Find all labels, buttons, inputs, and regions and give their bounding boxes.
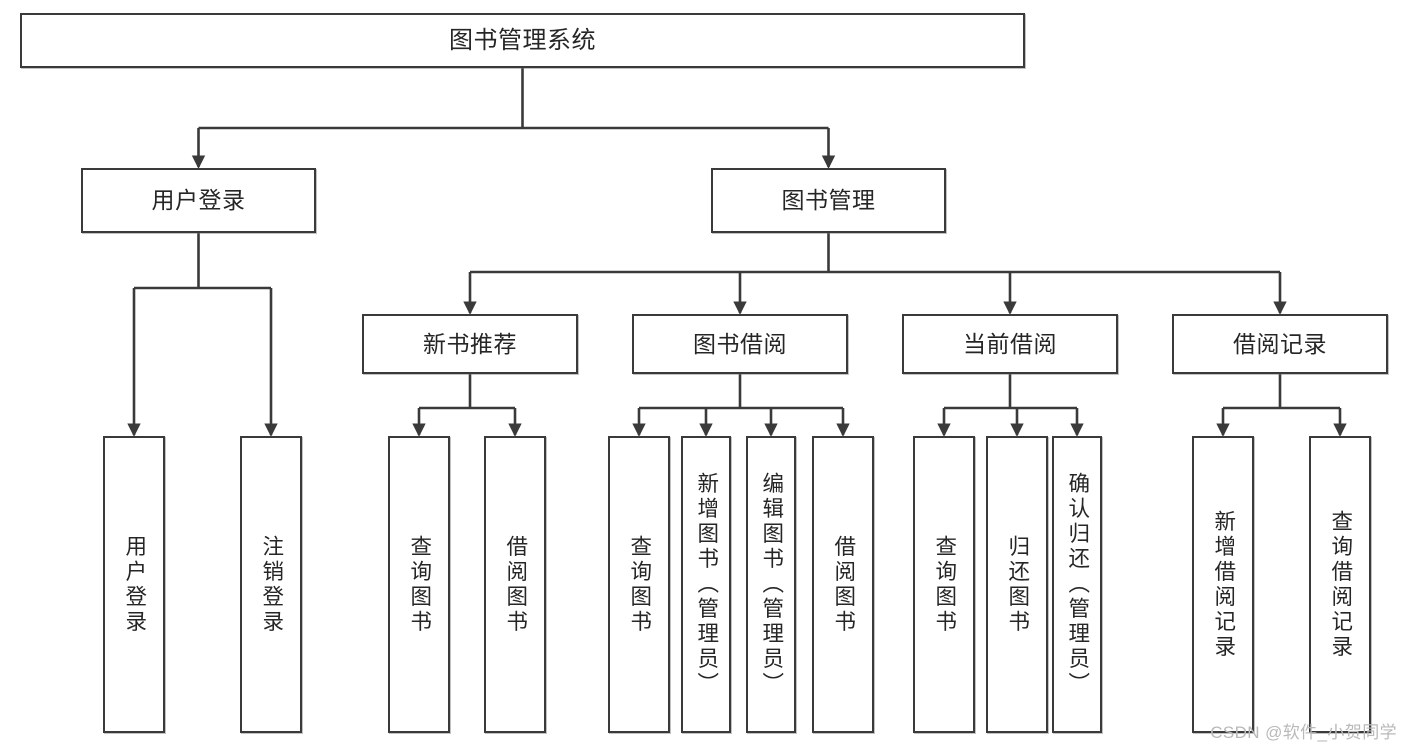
node-label-newbook: 新书推荐	[423, 330, 517, 357]
node-leaf5[interactable]: 查询图书	[608, 436, 670, 733]
node-label-leaf13: 查询借阅记录	[1328, 509, 1353, 660]
node-newbook[interactable]: 新书推荐	[362, 314, 578, 374]
node-leaf11[interactable]: 确认归还（管理员）	[1052, 436, 1102, 733]
node-label-leaf5: 查询图书	[627, 534, 652, 635]
node-label-bookmgmt: 图书管理	[781, 187, 876, 214]
node-leaf7[interactable]: 编辑图书（管理员）	[746, 436, 796, 733]
node-leaf2[interactable]: 注销登录	[240, 436, 302, 733]
node-label-borrowbook: 图书借阅	[693, 330, 787, 357]
node-label-root: 图书管理系统	[449, 26, 596, 54]
node-label-leaf2: 注销登录	[259, 534, 284, 635]
node-bookmgmt[interactable]: 图书管理	[711, 168, 946, 233]
node-leaf1[interactable]: 用户登录	[103, 436, 165, 733]
node-label-leaf11: 确认归还（管理员）	[1065, 472, 1090, 697]
node-leaf12[interactable]: 新增借阅记录	[1192, 436, 1254, 733]
node-label-leaf6: 新增图书（管理员）	[694, 472, 719, 697]
node-leaf6[interactable]: 新增图书（管理员）	[681, 436, 731, 733]
node-leaf8[interactable]: 借阅图书	[812, 436, 874, 733]
node-root[interactable]: 图书管理系统	[20, 13, 1025, 68]
node-label-leaf9: 查询图书	[932, 534, 957, 635]
node-label-leaf10: 归还图书	[1005, 534, 1030, 635]
node-label-leaf12: 新增借阅记录	[1211, 509, 1236, 660]
node-label-leaf1: 用户登录	[122, 534, 147, 635]
node-records[interactable]: 借阅记录	[1172, 314, 1388, 374]
node-leaf3[interactable]: 查询图书	[388, 436, 450, 733]
node-label-records: 借阅记录	[1233, 330, 1327, 357]
node-label-leaf4: 借阅图书	[503, 534, 528, 635]
node-leaf13[interactable]: 查询借阅记录	[1309, 436, 1371, 733]
node-leaf9[interactable]: 查询图书	[913, 436, 975, 733]
node-leaf10[interactable]: 归还图书	[986, 436, 1048, 733]
node-leaf4[interactable]: 借阅图书	[484, 436, 546, 733]
node-label-leaf7: 编辑图书（管理员）	[759, 472, 784, 697]
node-label-leaf8: 借阅图书	[831, 534, 856, 635]
node-label-leaf3: 查询图书	[407, 534, 432, 635]
node-label-current: 当前借阅	[963, 330, 1057, 357]
node-label-login: 用户登录	[151, 187, 246, 214]
node-current[interactable]: 当前借阅	[902, 314, 1118, 374]
node-login[interactable]: 用户登录	[81, 168, 316, 233]
node-borrowbook[interactable]: 图书借阅	[632, 314, 848, 374]
watermark: CSDN @软件_小贺同学	[1210, 723, 1397, 742]
